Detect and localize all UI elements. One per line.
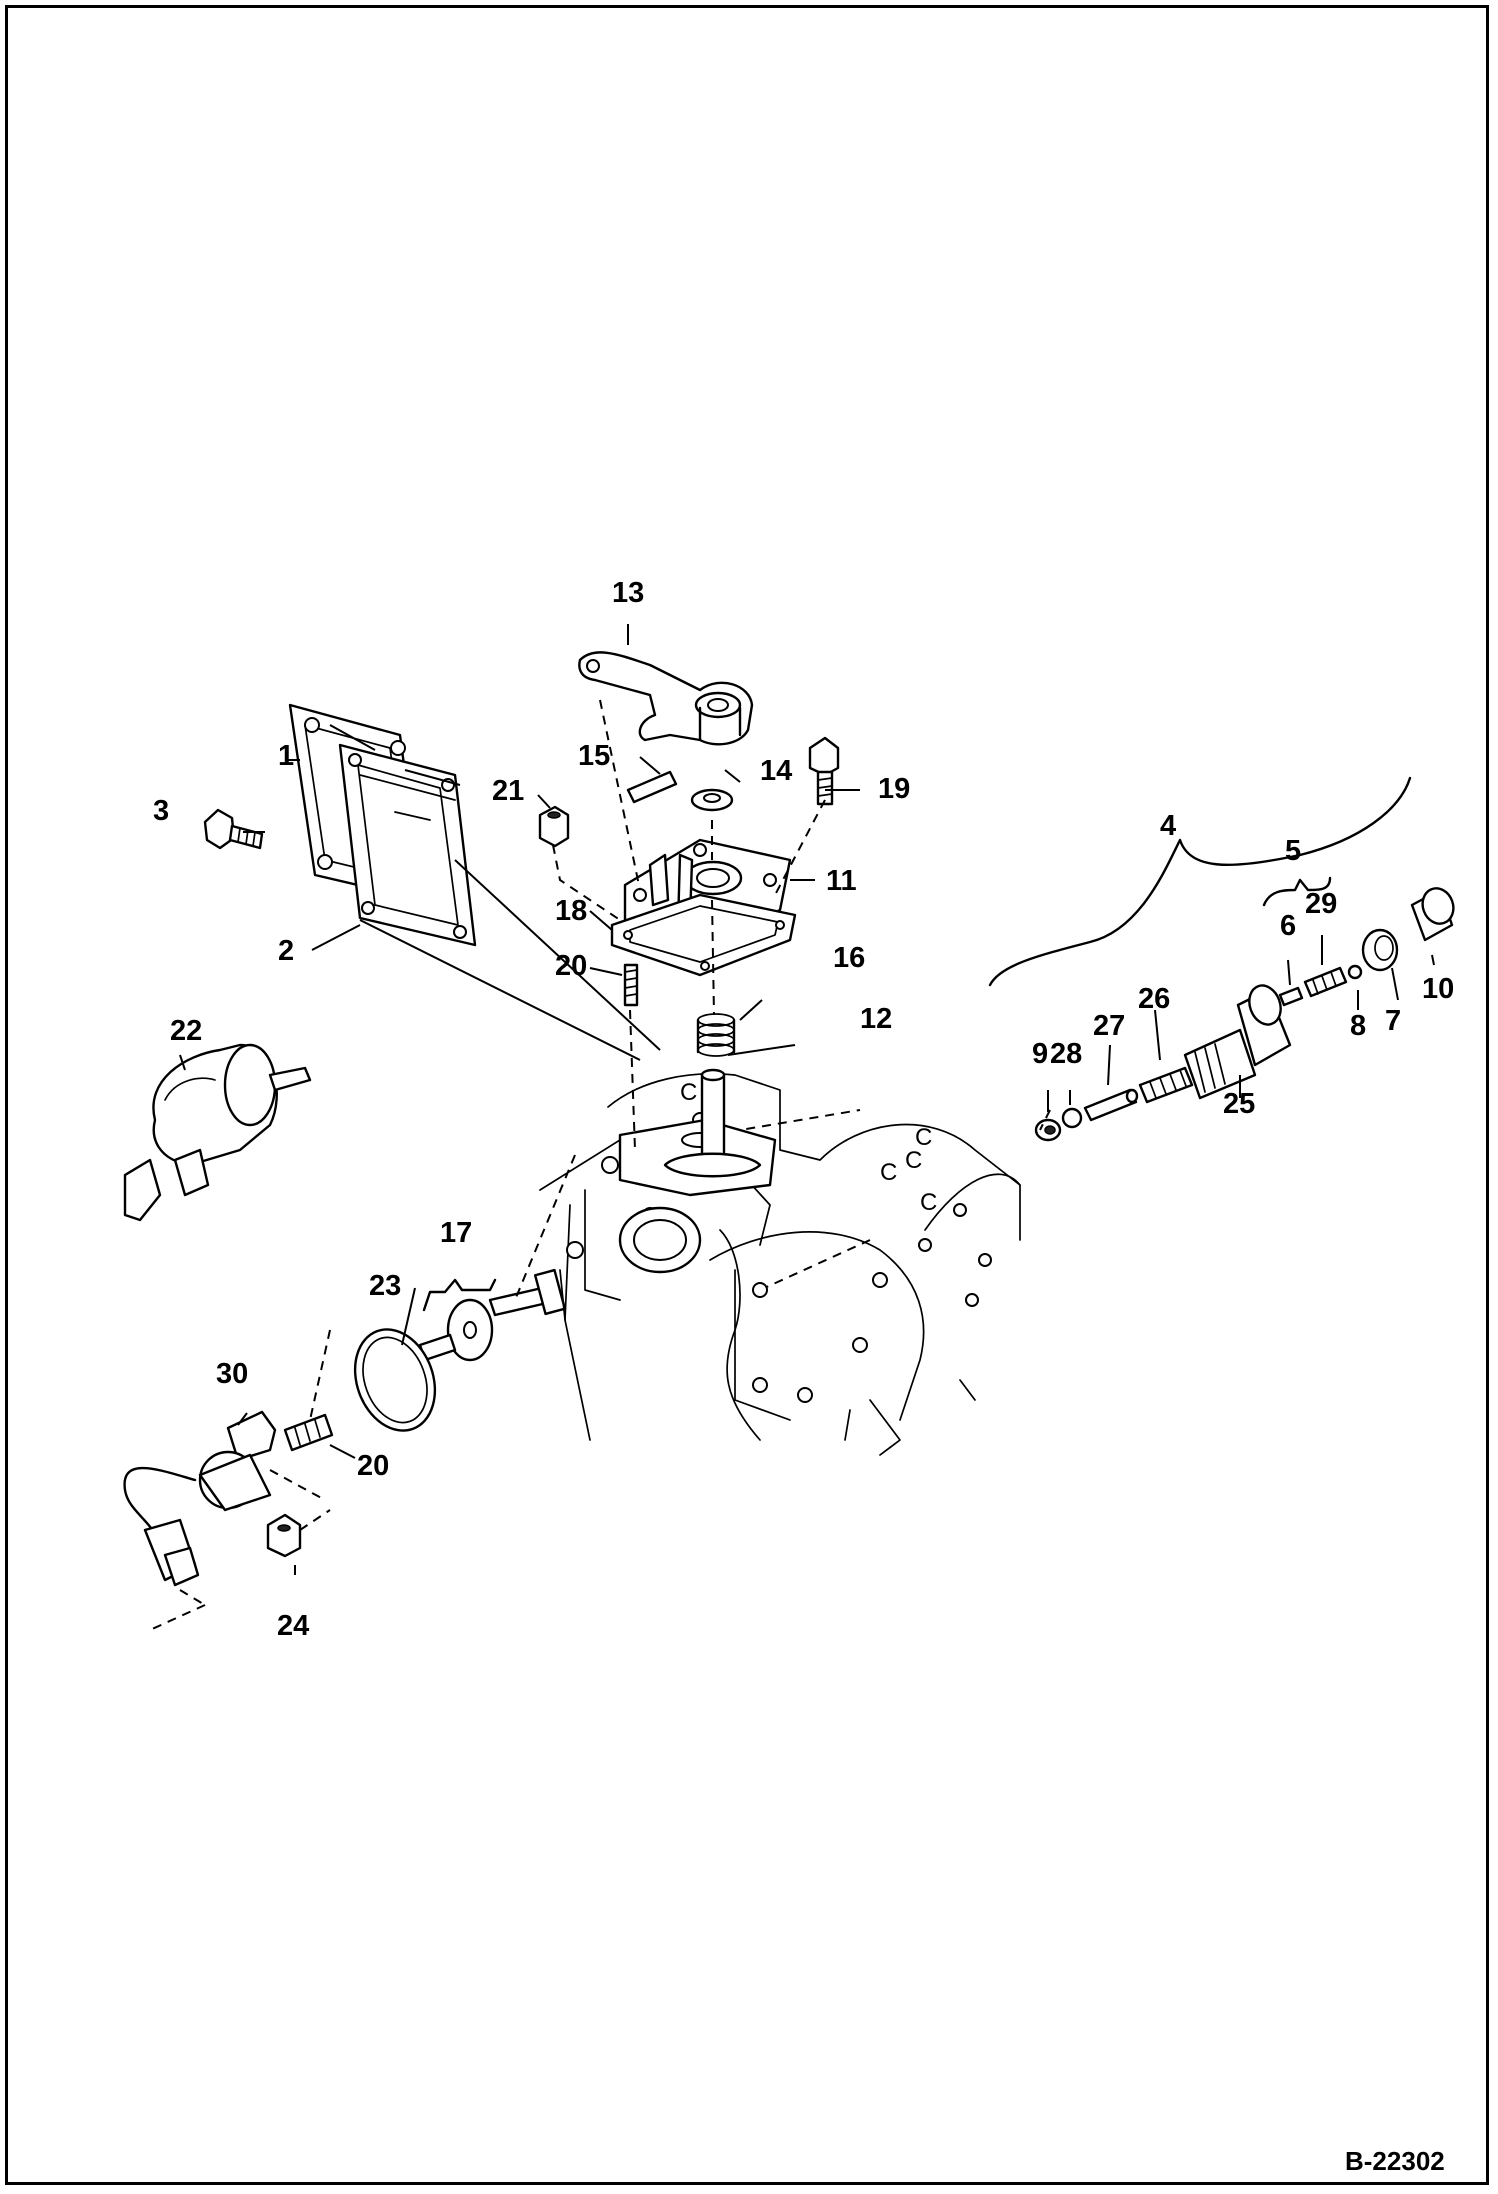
callout-25: 25	[1223, 1088, 1255, 1120]
part-16-spring	[696, 1013, 736, 1057]
callout-26: 26	[1138, 983, 1170, 1015]
callout-20-top: 20	[555, 950, 587, 982]
part-10-cap	[1410, 887, 1455, 942]
part-23-oring	[353, 1328, 437, 1432]
svg-text:C: C	[680, 1079, 697, 1106]
callout-20-bottom: 20	[357, 1450, 389, 1482]
callout-15: 15	[578, 740, 610, 772]
part-22-solenoid	[123, 1043, 312, 1222]
part-14-washer	[690, 788, 734, 812]
callout-11: 11	[826, 865, 857, 897]
svg-text:C: C	[920, 1189, 937, 1216]
callout-19: 19	[878, 773, 910, 805]
callout-28: 28	[1050, 1038, 1082, 1070]
part-28-ball	[1061, 1107, 1083, 1129]
callout-21: 21	[492, 775, 524, 807]
part-13-lever	[578, 651, 754, 746]
callout-18: 18	[555, 895, 587, 927]
part-7-nut	[1361, 928, 1399, 972]
part-20-stud-bottom	[283, 1413, 334, 1452]
part-29-spring	[1303, 966, 1348, 998]
part-3-bolt	[203, 808, 264, 850]
part-21-nut	[538, 805, 570, 848]
engine-housing: C C C C C	[539, 1072, 1021, 1456]
part-15-pin	[626, 770, 678, 804]
callout-4: 4	[1160, 810, 1176, 842]
part-30-stop-solenoid	[123, 1410, 277, 1631]
callout-10: 10	[1422, 973, 1454, 1005]
callout-14: 14	[760, 755, 792, 787]
part-18-gasket	[610, 893, 797, 977]
part-25-valve-body	[1183, 984, 1292, 1100]
callout-22: 22	[170, 1015, 202, 1047]
part-12-shaft	[663, 1068, 762, 1178]
callout-1: 1	[278, 740, 294, 772]
callout-8: 8	[1350, 1010, 1366, 1042]
callout-16: 16	[833, 942, 865, 974]
part-19-bolt	[808, 736, 840, 806]
sheet-border	[5, 5, 1489, 2185]
figure-number: B-22302	[1345, 2146, 1445, 2176]
callout-23: 23	[369, 1270, 401, 1302]
svg-text:C: C	[905, 1147, 922, 1174]
callout-29: 29	[1305, 888, 1337, 920]
callout-13: 13	[612, 577, 644, 609]
part-24-nut	[266, 1513, 302, 1558]
callout-6: 6	[1280, 910, 1296, 942]
callout-3: 3	[153, 795, 169, 827]
svg-text:C: C	[915, 1124, 932, 1151]
callout-27: 27	[1093, 1010, 1125, 1042]
callout-labels: 1 2 3 4 5 6 7 8 9 10 11 12 13 14 15 16 1…	[153, 577, 1454, 1642]
callout-30: 30	[216, 1358, 248, 1390]
callout-2: 2	[278, 935, 294, 967]
callout-12: 12	[860, 1003, 892, 1035]
leader-lines	[179, 624, 1435, 1575]
callout-24: 24	[277, 1610, 309, 1642]
part-27-pin	[1083, 1088, 1139, 1122]
part-6-spring	[1278, 986, 1304, 1007]
part-20-stud-top	[623, 963, 639, 1007]
part-2-gasket	[338, 743, 477, 947]
svg-text:C: C	[880, 1159, 897, 1186]
callout-5: 5	[1285, 835, 1301, 867]
part-17-shaft-assembly	[418, 1268, 567, 1362]
part-26-spring	[1138, 1066, 1194, 1104]
part-8-ball	[1347, 964, 1363, 980]
callout-9: 9	[1032, 1038, 1048, 1070]
callout-17: 17	[440, 1217, 472, 1249]
callout-7: 7	[1385, 1005, 1401, 1037]
part-9-washer	[1034, 1118, 1062, 1142]
